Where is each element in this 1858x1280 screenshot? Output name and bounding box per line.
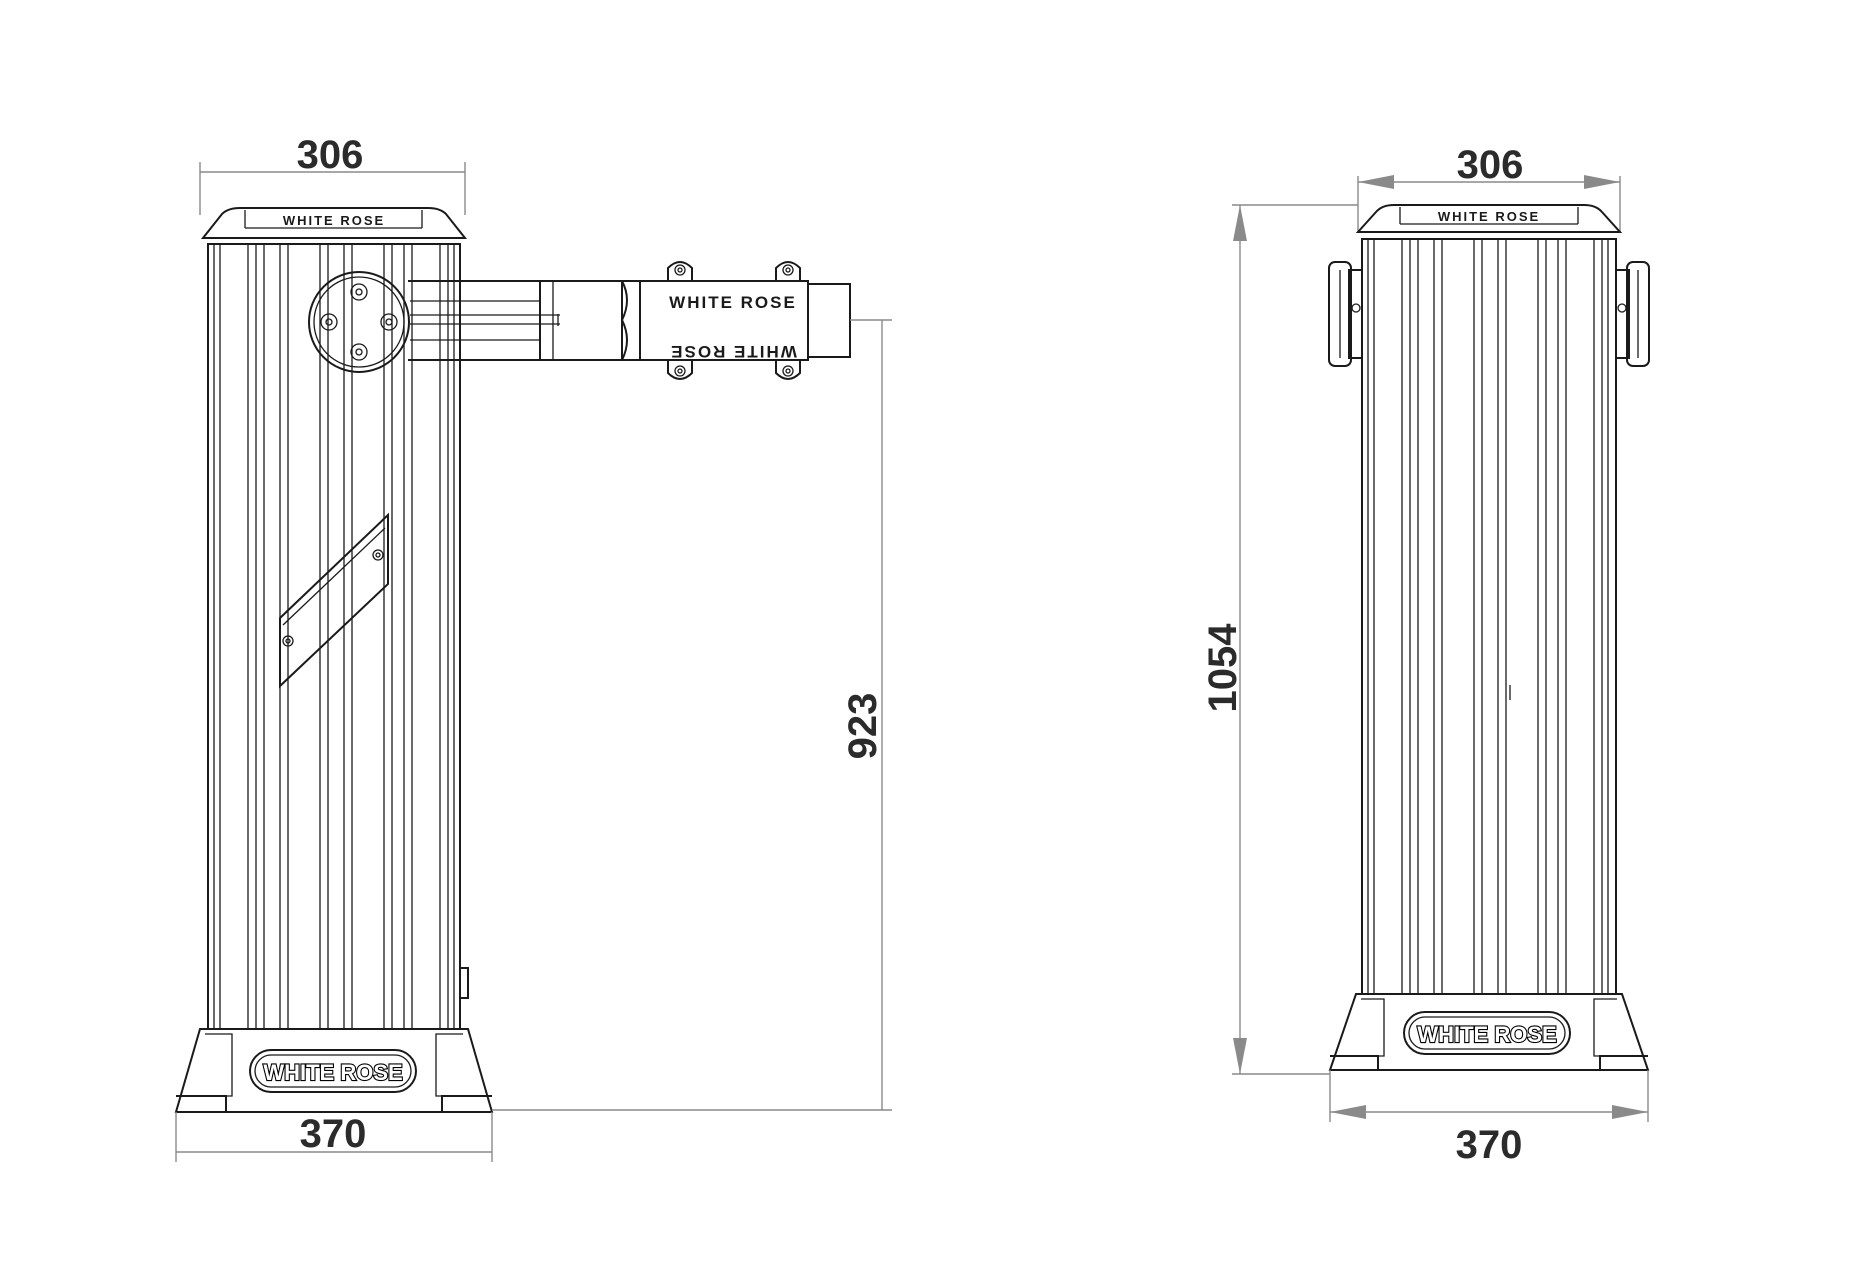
right-base-width-label: 370 [1456,1123,1523,1167]
left-column [207,243,469,1030]
right-view: 306 WHITE ROSE [1201,143,1650,1167]
left-arm-brand-top: WHITE ROSE [669,293,797,312]
right-cap: WHITE ROSE [1355,204,1623,240]
left-height-dimension: 923 [492,319,892,1111]
left-base-width-label: 370 [300,1112,367,1156]
right-side-knobs [1328,261,1650,367]
right-base: WHITE ROSE [1328,993,1650,1071]
left-cap: WHITE ROSE [200,207,468,245]
left-arm-height-label: 923 [841,693,885,760]
left-cap-brand: WHITE ROSE [283,213,385,228]
left-column-flutes [213,244,455,1029]
left-diagonal-plate [279,512,389,689]
right-column-flutes [1367,239,1609,994]
right-top-dimension: 306 [1357,143,1621,232]
right-top-width-label: 306 [1457,143,1524,187]
right-base-brand: WHITE ROSE [1417,1022,1556,1047]
right-cap-brand: WHITE ROSE [1438,209,1540,224]
arm-mounting-lugs [667,261,801,380]
right-column [1361,238,1617,995]
left-base: WHITE ROSE [174,1028,494,1113]
right-bottom-dimension: 370 [1329,1070,1649,1167]
left-arm: WHITE ROSE WHITE ROSE [308,261,851,380]
arm-hub-disc [308,271,410,373]
left-top-width-label: 306 [297,133,364,177]
left-base-brand: WHITE ROSE [263,1060,402,1085]
left-arm-brand-bottom: WHITE ROSE [669,342,797,361]
left-top-dimension: 306 [199,133,466,215]
right-height-dimension: 1054 [1201,204,1358,1075]
left-view: 306 WHITE ROSE [174,133,892,1162]
left-bottom-dimension: 370 [175,1112,493,1162]
right-total-height-label: 1054 [1201,623,1245,713]
